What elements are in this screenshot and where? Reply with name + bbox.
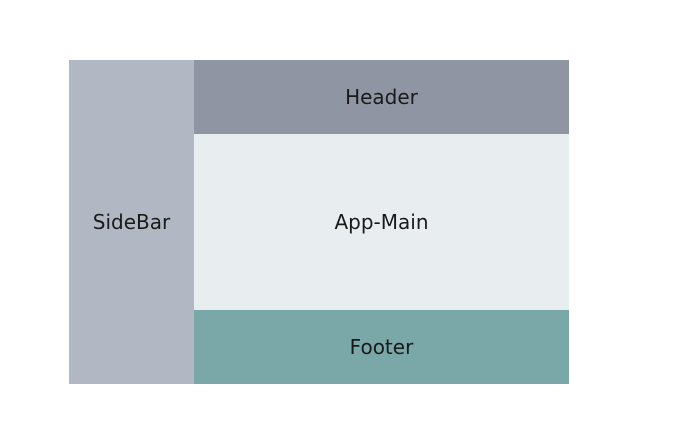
header-block: Header [194,60,569,134]
layout-diagram: SideBar Header App-Main Footer [69,60,569,384]
footer-label: Footer [349,335,414,359]
footer-block: Footer [194,310,569,384]
sidebar-label: SideBar [92,210,171,234]
header-label: Header [345,85,418,109]
main-label: App-Main [334,210,429,234]
main-block: App-Main [194,134,569,310]
sidebar-block: SideBar [69,60,194,384]
content-column: Header App-Main Footer [194,60,569,384]
